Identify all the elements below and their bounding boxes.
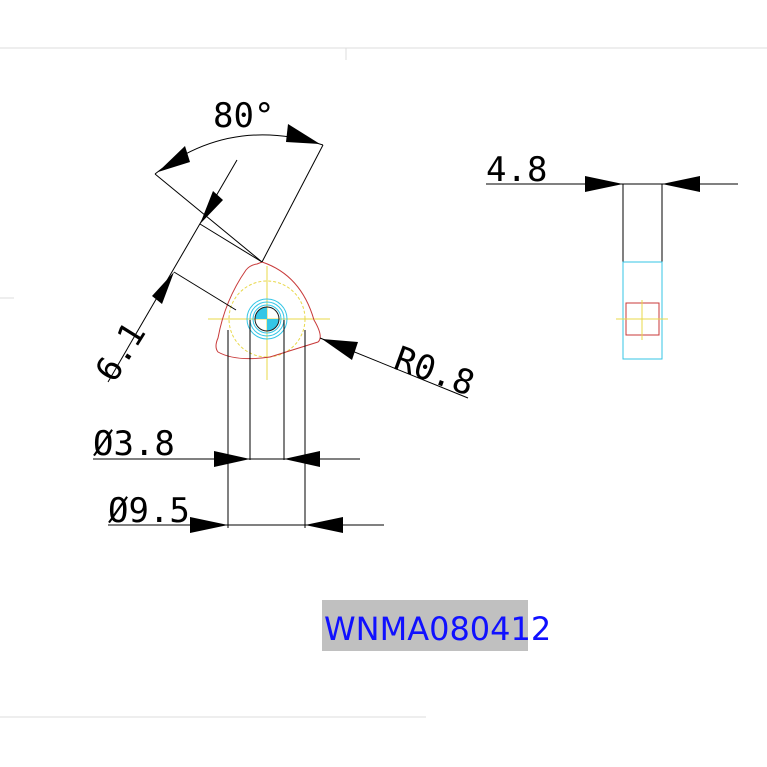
part-title: WNMA080412	[324, 610, 551, 648]
angle-label: 80°	[213, 96, 274, 136]
part-title-box: WNMA080412	[322, 600, 551, 651]
insert-side-view: 4.8	[486, 150, 738, 360]
length-label: 6.1	[88, 315, 154, 388]
angle-dimension: 80°	[154, 96, 324, 263]
inscribed-diameter-dimension: Ø9.5	[108, 491, 384, 533]
thickness-label: 4.8	[486, 150, 547, 190]
radius-label: R0.8	[389, 339, 480, 405]
sheet-frame	[0, 47, 767, 718]
length-dimension: 6.1	[88, 159, 263, 389]
inscribed-diameter-label: Ø9.5	[108, 491, 190, 531]
hole-diameter-label: Ø3.8	[93, 424, 175, 464]
insert-outline	[215, 261, 321, 360]
radius-dimension: R0.8	[319, 337, 480, 405]
hole-diameter-dimension: Ø3.8	[93, 424, 360, 467]
center-hole-icon	[254, 306, 280, 332]
insert-top-view	[208, 261, 330, 528]
